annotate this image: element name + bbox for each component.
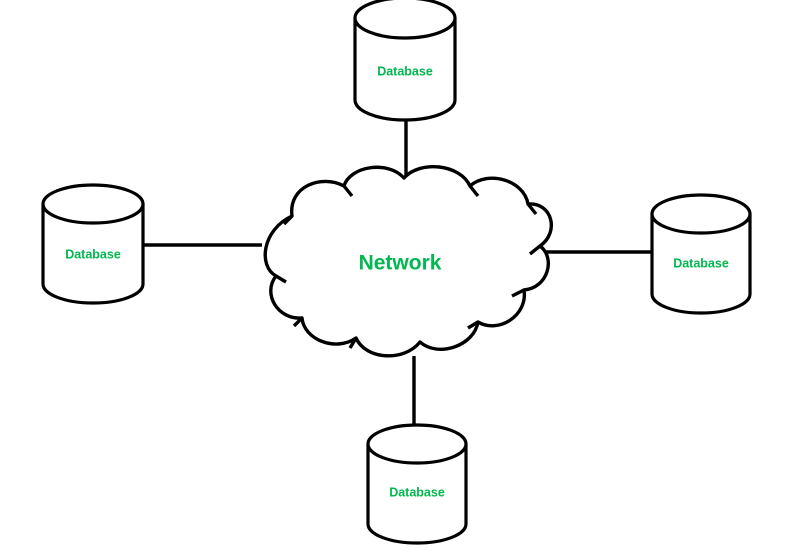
cylinder-body-top [353, 16, 457, 122]
database-left-node[interactable]: Database [41, 183, 145, 305]
cylinder-top-ellipse-bottom [366, 423, 468, 465]
network-label: Network [359, 252, 442, 275]
database-bottom-node[interactable]: Database [366, 423, 468, 545]
cloud-scallop-ticks [275, 184, 542, 349]
database-top-label: Database [377, 64, 433, 78]
cylinder-body-bottom [366, 442, 468, 545]
database-right-label: Database [673, 256, 729, 270]
database-top-node[interactable]: Database [353, 0, 457, 122]
cylinder-top-ellipse-right [650, 193, 752, 235]
cylinder-top-ellipse-left [41, 183, 145, 225]
database-bottom-label: Database [389, 485, 445, 499]
database-right-node[interactable]: Database [650, 193, 752, 315]
database-left-label: Database [65, 247, 121, 261]
cylinder-top-ellipse-top [353, 0, 457, 40]
network-cloud-node[interactable]: Network [263, 165, 553, 358]
cylinder-body-right [650, 212, 752, 315]
cylinder-body-left [41, 202, 145, 305]
